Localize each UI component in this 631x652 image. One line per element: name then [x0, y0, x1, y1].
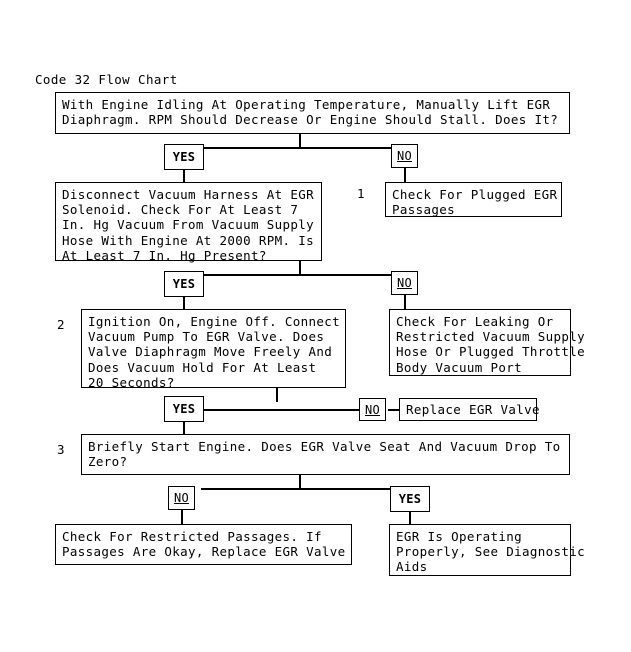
- connector-yes4-down: [409, 512, 411, 524]
- connector-no4-down: [181, 510, 183, 524]
- connector-q1-down: [299, 134, 301, 148]
- process-box-a5: EGR Is Operating Properly, See Diagnosti…: [389, 524, 585, 576]
- step-number-1: 1: [357, 186, 365, 201]
- step-number-2: 2: [57, 317, 65, 332]
- decision-label: NO: [364, 402, 381, 417]
- decision-yes-row4[interactable]: YES: [390, 486, 430, 512]
- process-box-q4: Briefly Start Engine. Does EGR Valve Sea…: [81, 434, 570, 475]
- step-number-3: 3: [57, 442, 65, 457]
- decision-yes-row3[interactable]: YES: [164, 396, 204, 422]
- decision-no-row2[interactable]: NO: [391, 271, 418, 295]
- decision-label: YES: [172, 277, 196, 291]
- page-title: Code 32 Flow Chart: [35, 72, 178, 87]
- connector-row3-horizontal-right: [388, 409, 399, 411]
- connector-no1-down: [404, 168, 406, 182]
- decision-yes-row1[interactable]: YES: [164, 144, 204, 170]
- connector-row3-horizontal-left: [186, 409, 360, 411]
- connector-q2-down: [299, 261, 301, 275]
- decision-label: NO: [173, 491, 190, 505]
- process-box-a2: Check For Leaking Or Restricted Vacuum S…: [389, 309, 585, 376]
- decision-no-row1[interactable]: NO: [391, 144, 418, 168]
- process-box-q3: Ignition On, Engine Off. Connect Vacuum …: [81, 309, 346, 390]
- decision-label: YES: [172, 402, 196, 416]
- connector-row4-horizontal: [201, 488, 401, 490]
- connector-yes3-down: [183, 422, 185, 434]
- connector-q4-down: [299, 475, 301, 489]
- decision-label: YES: [398, 492, 422, 506]
- connector-yes2-down: [183, 297, 185, 309]
- connector-row1-horizontal: [186, 147, 412, 149]
- process-box-a3: Replace EGR Valve: [399, 398, 540, 421]
- connector-q3-down: [276, 388, 278, 402]
- process-box-q2: Disconnect Vacuum Harness At EGR Solenoi…: [55, 182, 322, 263]
- decision-no-row3[interactable]: NO: [359, 398, 386, 421]
- connector-row2-horizontal: [186, 274, 412, 276]
- decision-yes-row2[interactable]: YES: [164, 271, 204, 297]
- decision-no-row4[interactable]: NO: [168, 486, 195, 510]
- decision-label: NO: [396, 276, 413, 290]
- decision-label: YES: [172, 150, 196, 164]
- connector-yes1-down: [183, 170, 185, 182]
- connector-no2-down: [404, 295, 406, 309]
- process-box-q1: With Engine Idling At Operating Temperat…: [55, 92, 570, 134]
- process-box-a4: Check For Restricted Passages. If Passag…: [55, 524, 352, 565]
- process-box-a1: Check For Plugged EGR Passages: [385, 182, 562, 217]
- decision-label: NO: [396, 149, 413, 163]
